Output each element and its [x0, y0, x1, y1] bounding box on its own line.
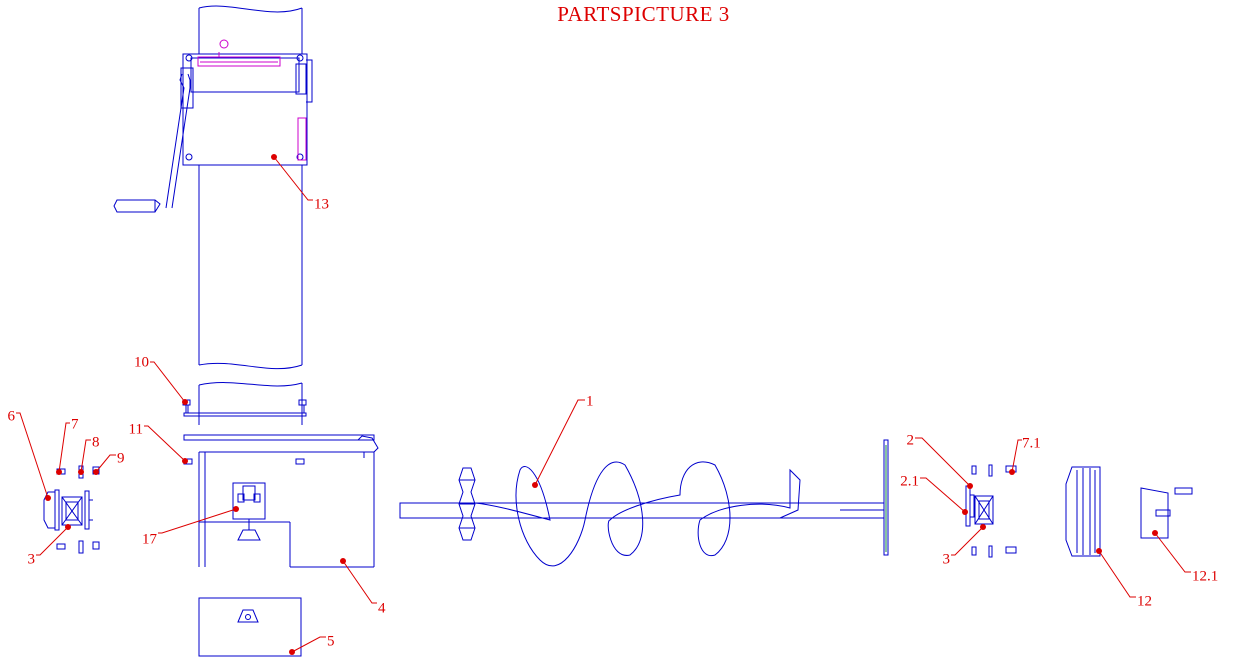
flange-lip — [355, 435, 379, 453]
callout-label: 2 — [907, 432, 915, 448]
callout-leader — [291, 636, 326, 653]
flange-bolts — [182, 399, 307, 417]
callout-dot — [233, 506, 239, 512]
callout-label: 13 — [314, 196, 329, 212]
callout-leader — [273, 156, 313, 201]
callout-leader — [95, 454, 116, 473]
callout-label: 7 — [71, 416, 79, 432]
callout-label: 3 — [28, 551, 36, 567]
callout-dot — [78, 469, 84, 475]
callout-dot — [65, 524, 71, 530]
callout-leader — [16, 412, 49, 499]
callout-leader — [1011, 439, 1022, 473]
callout-dot — [980, 524, 986, 530]
callout-c17: 17 — [142, 506, 239, 547]
callout-label: 17 — [142, 531, 158, 547]
callout-leader — [144, 425, 186, 462]
callout-dot — [93, 469, 99, 475]
callout-leader — [1098, 550, 1136, 598]
callout-c12: 12 — [1096, 548, 1152, 609]
callout-leader — [36, 526, 69, 556]
pulley — [1065, 466, 1101, 557]
callout-c3-right: 3 — [943, 524, 986, 567]
callout-leader — [1154, 532, 1191, 573]
callout-c8: 8 — [78, 434, 100, 475]
callout-c7-1: 7.1 — [1009, 435, 1041, 475]
callout-dot — [289, 649, 295, 655]
callout-label: 1 — [586, 393, 594, 409]
callout-dot — [182, 399, 188, 405]
callout-leader — [342, 560, 377, 604]
callout-label: 4 — [378, 600, 386, 616]
callout-dot — [1009, 469, 1015, 475]
upper-chute-tube — [198, 5, 303, 425]
callout-label: 3 — [943, 551, 951, 567]
taper-bushing — [1140, 487, 1193, 539]
callout-leader — [80, 439, 91, 473]
callout-c6: 6 — [8, 408, 51, 501]
callout-label: 8 — [92, 434, 100, 450]
auger-housing — [183, 451, 375, 568]
title-text: PARTSPICTURE 3 — [557, 2, 730, 26]
callout-leader — [150, 361, 186, 403]
auger-screw — [399, 461, 885, 567]
callout-c2-1: 2.1 — [900, 473, 968, 515]
callout-c7: 7 — [56, 416, 79, 475]
callout-c11: 11 — [129, 421, 188, 464]
diagram-title: PARTSPICTURE 3 — [0, 2, 1237, 27]
callout-leader — [951, 526, 984, 556]
callout-label: 10 — [134, 354, 149, 370]
flange-plate — [183, 434, 375, 441]
callout-label: 12 — [1137, 593, 1152, 609]
callout-label: 12.1 — [1192, 568, 1218, 584]
callout-c2: 2 — [907, 432, 973, 489]
callout-dot — [45, 495, 51, 501]
left-bearing-assembly — [43, 465, 100, 554]
callout-c5: 5 — [289, 633, 335, 655]
callout-c9: 9 — [93, 450, 125, 475]
callout-dot — [182, 458, 188, 464]
callout-leader — [915, 437, 971, 487]
callout-label: 7.1 — [1022, 435, 1041, 451]
callout-dot — [271, 154, 277, 160]
callout-dot — [532, 482, 538, 488]
callout-c13: 13 — [271, 154, 329, 212]
callout-dot — [1096, 548, 1102, 554]
callout-label: 11 — [129, 421, 143, 437]
callout-dot — [967, 483, 973, 489]
callout-c12-1: 12.1 — [1152, 530, 1218, 584]
callout-c3-left: 3 — [28, 524, 71, 567]
deflector-housing — [113, 53, 313, 213]
callout-label: 5 — [327, 633, 335, 649]
callout-c1: 1 — [532, 393, 594, 488]
shear-blade — [883, 439, 889, 556]
lower-plate — [198, 597, 302, 657]
callout-c4: 4 — [340, 558, 386, 616]
right-bearing-assembly — [965, 464, 1017, 558]
callout-leader — [158, 508, 237, 534]
callout-dot — [340, 558, 346, 564]
callout-leader — [58, 422, 70, 473]
callout-label: 9 — [117, 450, 125, 466]
callout-c10: 10 — [134, 354, 188, 405]
callout-dot — [1152, 530, 1158, 536]
housing-highlight — [197, 39, 307, 161]
latch — [232, 482, 266, 541]
callout-label: 6 — [8, 408, 16, 424]
callout-dot — [962, 509, 968, 515]
callout-label: 2.1 — [900, 473, 919, 489]
callout-leader — [920, 477, 966, 513]
part-outlines — [43, 5, 1193, 657]
callout-leader — [534, 399, 585, 486]
callout-dot — [56, 469, 62, 475]
